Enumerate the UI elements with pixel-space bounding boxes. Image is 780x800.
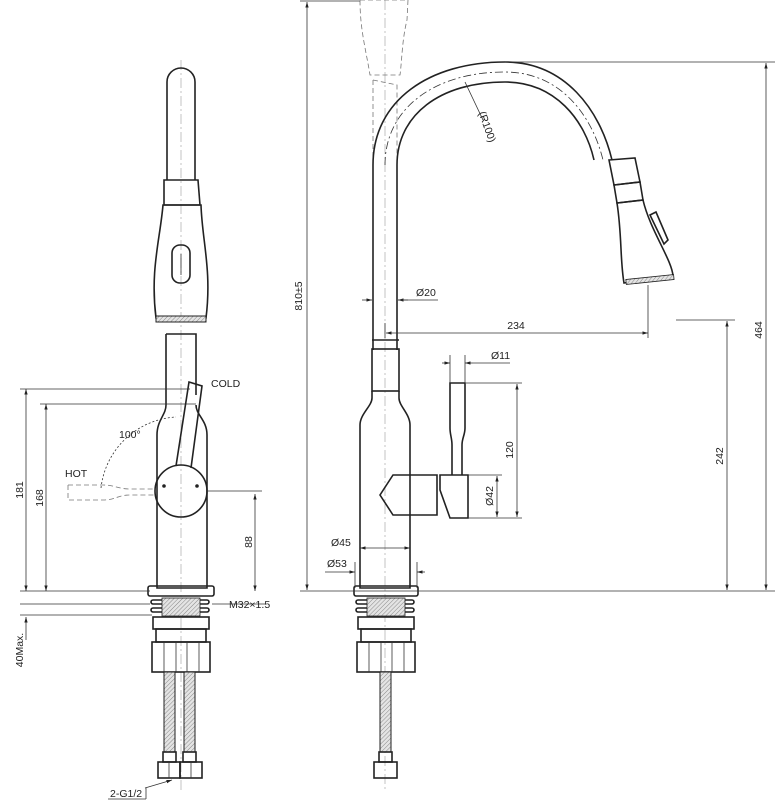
side-spout-inner (396, 81, 595, 350)
dim-168: 168 (34, 489, 46, 507)
side-view: 810±5 464 242 234 Ø20 Ø11 120 Ø42 Ø45 Ø5… (293, 0, 775, 790)
hose-hot (163, 671, 176, 753)
front-mounting-nut (151, 641, 211, 673)
front-lever-hot-ghost (67, 484, 155, 501)
side-mounting-nut (356, 641, 416, 673)
side-handle-wedge (379, 474, 410, 516)
front-neck (165, 333, 197, 395)
radius-label: (R100) (476, 110, 498, 144)
side-spray-head (616, 199, 674, 284)
dim-464: 464 (753, 321, 765, 339)
hot-label: HOT (65, 468, 88, 480)
side-spray-collar (608, 157, 641, 186)
front-aerator (155, 315, 207, 323)
front-spray-collar (163, 179, 201, 206)
dim-40max: 40Max. (14, 633, 26, 667)
dim-d45: Ø45 (331, 537, 351, 549)
dim-d53: Ø53 (327, 558, 347, 570)
dim-d42: Ø42 (484, 486, 496, 506)
thread-label: M32×1.5 (229, 599, 270, 611)
front-body (156, 395, 208, 589)
front-handle-cartridge (154, 464, 208, 518)
side-lever (449, 382, 466, 475)
side-aerator (625, 274, 675, 285)
cold-label: COLD (211, 378, 241, 390)
dim-181: 181 (14, 481, 26, 499)
side-neck (371, 348, 400, 392)
hose-cold (183, 671, 196, 753)
side-ghost-head (359, 0, 409, 76)
side-handle-cap (439, 474, 469, 519)
dim-88: 88 (243, 536, 255, 548)
front-spray-button (171, 244, 191, 284)
dim-810: 810±5 (293, 281, 305, 310)
front-spout-wand (166, 67, 196, 180)
dim-234: 234 (507, 320, 525, 332)
side-spout-outer (372, 61, 613, 350)
front-view: COLD HOT 100° M32×1.5 2-G1/2 181 168 88 … (14, 60, 270, 800)
front-lever-cold (175, 380, 203, 469)
dim-242: 242 (714, 447, 726, 465)
dim-line-r100 (464, 81, 484, 121)
side-fitting (373, 761, 398, 779)
side-hose (379, 671, 392, 753)
front-threaded-shank (161, 597, 201, 617)
side-body (359, 391, 411, 589)
angle-arc (100, 416, 177, 489)
side-handle-hub (410, 474, 438, 516)
dim-120: 120 (504, 441, 516, 459)
side-spray-button (648, 210, 669, 246)
connector-label: 2-G1/2 (110, 788, 142, 800)
dim-d20: Ø20 (416, 287, 436, 299)
dim-d11: Ø11 (491, 350, 510, 362)
angle-label: 100° (119, 429, 141, 441)
